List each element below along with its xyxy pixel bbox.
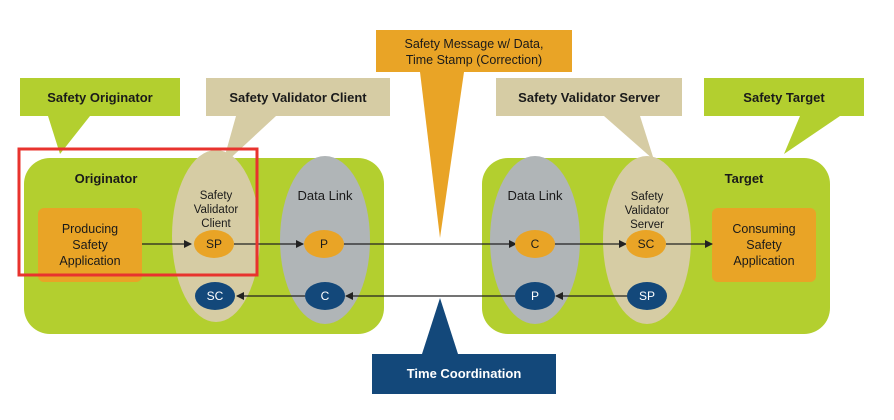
node-originator-c: C <box>305 282 345 310</box>
highlight-box <box>17 147 259 277</box>
svg-text:P: P <box>320 237 328 251</box>
callout-label: Safety Target <box>743 90 825 105</box>
producing-safety-application-box: Producing Safety Application <box>38 208 142 282</box>
callout-safety-message: Safety Message w/ Data, Time Stamp (Corr… <box>376 30 572 238</box>
svg-text:Application: Application <box>733 254 794 268</box>
callout-safety-validator-server: Safety Validator Server <box>496 78 682 160</box>
svg-text:Validator: Validator <box>625 205 670 217</box>
node-target-sp: SP <box>627 282 667 310</box>
callout-safety-originator: Safety Originator <box>20 78 180 154</box>
data-link-label: Data Link <box>298 188 353 203</box>
svg-text:Safety: Safety <box>631 191 664 203</box>
node-target-c: C <box>515 230 555 258</box>
svg-text:Validator: Validator <box>194 204 239 216</box>
svg-text:C: C <box>531 237 540 251</box>
callout-label: Safety Validator Server <box>518 90 660 105</box>
svg-text:C: C <box>321 289 330 303</box>
svg-text:Application: Application <box>59 254 120 268</box>
svg-text:SC: SC <box>207 289 224 303</box>
callout-safety-validator-client: Safety Validator Client <box>206 78 390 166</box>
svg-text:SC: SC <box>638 237 655 251</box>
callout-time-coordination: Time Coordination <box>372 298 556 394</box>
node-originator-p: P <box>304 230 344 258</box>
svg-text:Safety: Safety <box>72 238 108 252</box>
callout-label: Safety Validator Client <box>229 90 367 105</box>
callout-label-line1: Safety Message w/ Data, <box>405 37 544 51</box>
callout-label: Time Coordination <box>407 366 522 381</box>
svg-text:Safety: Safety <box>746 238 782 252</box>
node-originator-sp: SP <box>194 230 234 258</box>
node-target-sc: SC <box>626 230 666 258</box>
svg-text:SP: SP <box>639 289 655 303</box>
callout-safety-target: Safety Target <box>704 78 864 154</box>
svg-text:Producing: Producing <box>62 222 118 236</box>
svg-text:Client: Client <box>201 218 231 230</box>
node-originator-sc: SC <box>195 282 235 310</box>
svg-text:Safety: Safety <box>200 190 233 202</box>
svg-text:P: P <box>531 289 539 303</box>
callout-label-line2: Time Stamp (Correction) <box>406 53 542 67</box>
originator-title: Originator <box>75 171 138 186</box>
node-target-p: P <box>515 282 555 310</box>
svg-text:Server: Server <box>630 219 664 231</box>
target-title: Target <box>725 171 764 186</box>
consuming-safety-application-box: Consuming Safety Application <box>712 208 816 282</box>
callout-label: Safety Originator <box>47 90 152 105</box>
svg-text:SP: SP <box>206 237 222 251</box>
svg-text:Consuming: Consuming <box>732 222 795 236</box>
data-link-label: Data Link <box>508 188 563 203</box>
